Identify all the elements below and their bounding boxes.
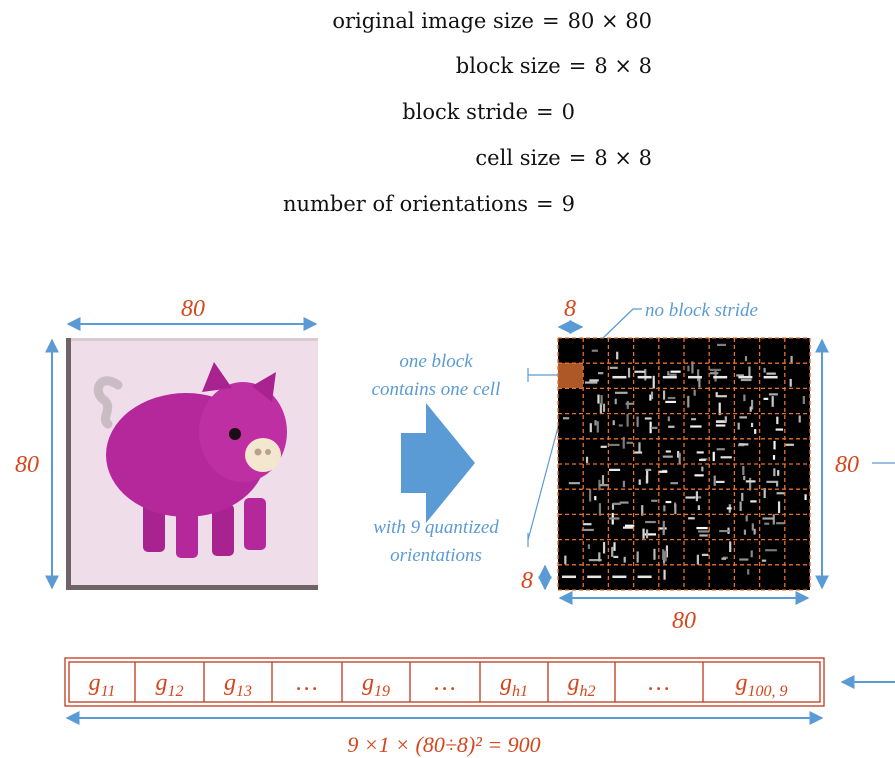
feature-vector-cell: …: [648, 670, 669, 696]
feature-vector-cell-subscript: h1: [512, 683, 528, 700]
feature-vector-cell: g12: [156, 670, 184, 700]
feature-vector-outer: [64, 657, 825, 707]
param-value: 0: [561, 100, 575, 124]
feature-vector-cell: g100, 9: [736, 670, 788, 700]
feature-vector-cell-subscript: 12: [168, 683, 184, 700]
cell-height-label: 8: [521, 568, 533, 594]
feature-vector-cell: …: [434, 670, 455, 696]
feature-vector-cell: gh1: [500, 670, 528, 700]
param-value: 8 × 8: [594, 54, 652, 78]
feature-vector-cell-base: g: [568, 670, 580, 696]
feature-vector-cell: g11: [89, 670, 116, 700]
stride-label: no block stride: [645, 300, 758, 321]
feature-vector-cell: …: [296, 670, 317, 696]
hog-cell-grid: [557, 337, 811, 591]
parameter-list: original image size = 80 × 80 block size = 8…: [0, 0, 895, 220]
cell-width-label: 8: [564, 296, 576, 322]
feature-vector-cell-base: …: [296, 670, 317, 696]
annotation-block-line2: contains one cell: [372, 379, 501, 400]
annotation-block-line1: one block: [399, 351, 473, 372]
feature-vector-cell-subscript: h2: [580, 683, 596, 700]
param-value: 80 × 80: [567, 9, 652, 33]
highlighted-block: [558, 363, 583, 388]
hog-width-label: 80: [672, 608, 696, 634]
param-label: block stride: [402, 100, 529, 124]
param-label: block size: [455, 54, 561, 78]
feature-vector-cell-base: g: [362, 670, 374, 696]
stride-pointer: [602, 308, 642, 339]
feature-vector-cell-base: g: [156, 670, 168, 696]
feature-vector-cell: g13: [224, 670, 252, 700]
feature-vector-cell-base: g: [500, 670, 512, 696]
param-equals: =: [568, 54, 587, 78]
feature-vector-cell-subscript: 13: [236, 683, 252, 700]
param-equals: =: [542, 9, 560, 33]
annotation-orientation-line2: orientations: [390, 545, 482, 566]
param-equals: =: [536, 100, 554, 124]
param-value: 8 × 8: [594, 146, 652, 170]
feature-vector-cell: gh2: [568, 670, 596, 700]
feature-vector-cell: g19: [362, 670, 390, 700]
param-label: original image size: [332, 9, 534, 33]
annotation-orientation-line1: with 9 quantized: [373, 517, 499, 538]
param-block-size: block size = 8 × 8: [456, 54, 652, 78]
feature-vector-cell-subscript: 100, 9: [748, 683, 788, 700]
image-height-label: 80: [15, 452, 39, 478]
feature-vector-cell-base: …: [434, 670, 455, 696]
param-cell-size: cell size = 8 × 8: [475, 146, 652, 170]
transform-arrow: [401, 403, 475, 523]
param-block-stride: block stride = 0: [402, 100, 575, 124]
feature-vector-cell-subscript: 19: [374, 683, 390, 700]
feature-vector-cell-base: g: [736, 670, 748, 696]
hog-visualization: [557, 337, 811, 591]
feature-vector-cell-base: …: [648, 670, 669, 696]
feature-vector-formula: 9 ×1 × (80÷8)² = 900: [347, 732, 540, 757]
original-image: [66, 338, 318, 590]
feature-vector-cell-base: g: [224, 670, 236, 696]
param-value: 9: [561, 192, 575, 216]
param-number-of-orientations: number of orientations = 9: [283, 192, 575, 216]
feature-vector-cell-base: g: [89, 670, 101, 696]
param-label: number of orientations: [282, 192, 529, 216]
param-equals: =: [568, 146, 587, 170]
pig-icon: [93, 362, 287, 558]
param-original-image-size: original image size = 80 × 80: [332, 9, 652, 33]
hog-height-label: 80: [835, 452, 859, 478]
image-width-label: 80: [181, 296, 205, 322]
hog-gradient-strokes: [562, 343, 807, 580]
feature-vector-cell-subscript: 11: [101, 683, 116, 700]
param-equals: =: [536, 192, 554, 216]
feature-vector-inner: [68, 661, 821, 703]
param-label: cell size: [475, 146, 561, 170]
